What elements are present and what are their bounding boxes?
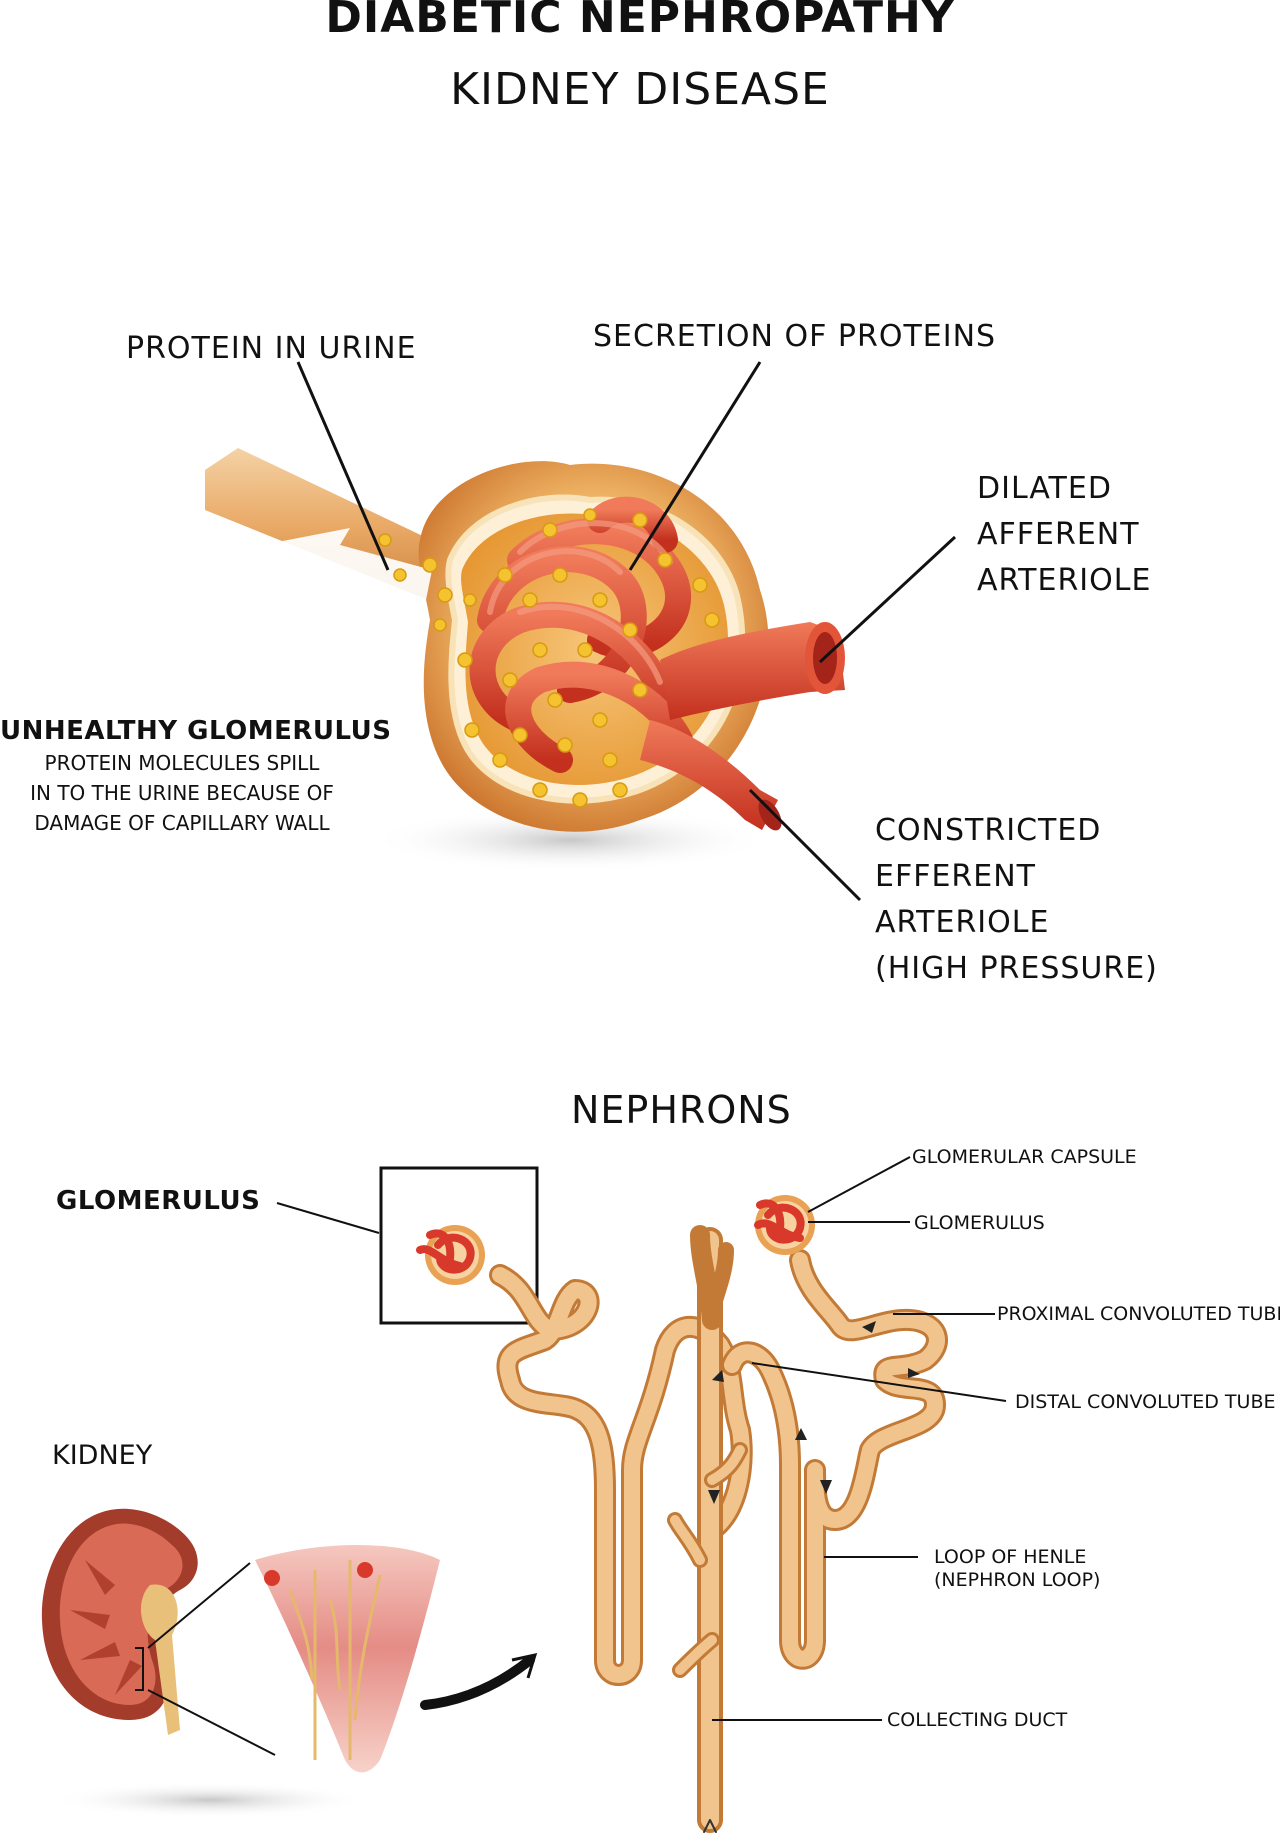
label-unhealthy-glomerulus: UNHEALTHY GLOMERULUS: [0, 716, 392, 746]
left-nephron: [416, 1225, 753, 1686]
kidney-illustration: [41, 1508, 538, 1818]
label-glomerular-capsule: GLOMERULAR CAPSULE: [912, 1146, 1137, 1168]
label-secretion-of-proteins: SECRETION OF PROTEINS: [593, 319, 997, 354]
nephron-leader-lines: [712, 1156, 1007, 1721]
label-glomerulus: GLOMERULUS: [914, 1212, 1045, 1234]
right-nephron: [708, 1195, 948, 1670]
label-protein-in-urine: PROTEIN IN URINE: [126, 331, 417, 366]
label-collecting-duct: COLLECTING DUCT: [887, 1709, 1068, 1731]
collecting-duct-illustration: [667, 1225, 748, 1833]
glomerulus-box: [379, 1166, 539, 1325]
label-kidney: KIDNEY: [52, 1440, 153, 1471]
section-title-nephrons: NEPHRONS: [571, 1088, 792, 1132]
afferent-arteriole: [660, 622, 845, 720]
unhealthy-glomerulus-description: PROTEIN MOLECULES SPILL IN TO THE URINE …: [30, 751, 334, 835]
page-title: DIABETIC NEPHROPATHY: [325, 0, 955, 43]
unhealthy-glomerulus-illustration: [205, 448, 845, 872]
label-constricted-efferent-arteriole: CONSTRICTED EFFERENT ARTERIOLE (HIGH PRE…: [875, 813, 1158, 986]
label-proximal-convoluted-tube: PROXIMAL CONVOLUTED TUBE: [997, 1303, 1280, 1325]
top-leader-lines: [296, 361, 957, 902]
label-distal-convoluted-tube: DISTAL CONVOLUTED TUBE: [1015, 1391, 1276, 1413]
urine-flow-arrow: [262, 528, 432, 605]
page-subtitle: KIDNEY DISEASE: [450, 64, 830, 115]
label-dilated-afferent-arteriole: DILATED AFFERENT ARTERIOLE: [977, 471, 1152, 598]
label-glomerulus-callout: GLOMERULUS: [56, 1186, 261, 1216]
label-loop-of-henle: LOOP OF HENLE (NEPHRON LOOP): [934, 1546, 1101, 1591]
protein-molecules: [378, 508, 720, 808]
efferent-arteriole: [640, 720, 778, 830]
